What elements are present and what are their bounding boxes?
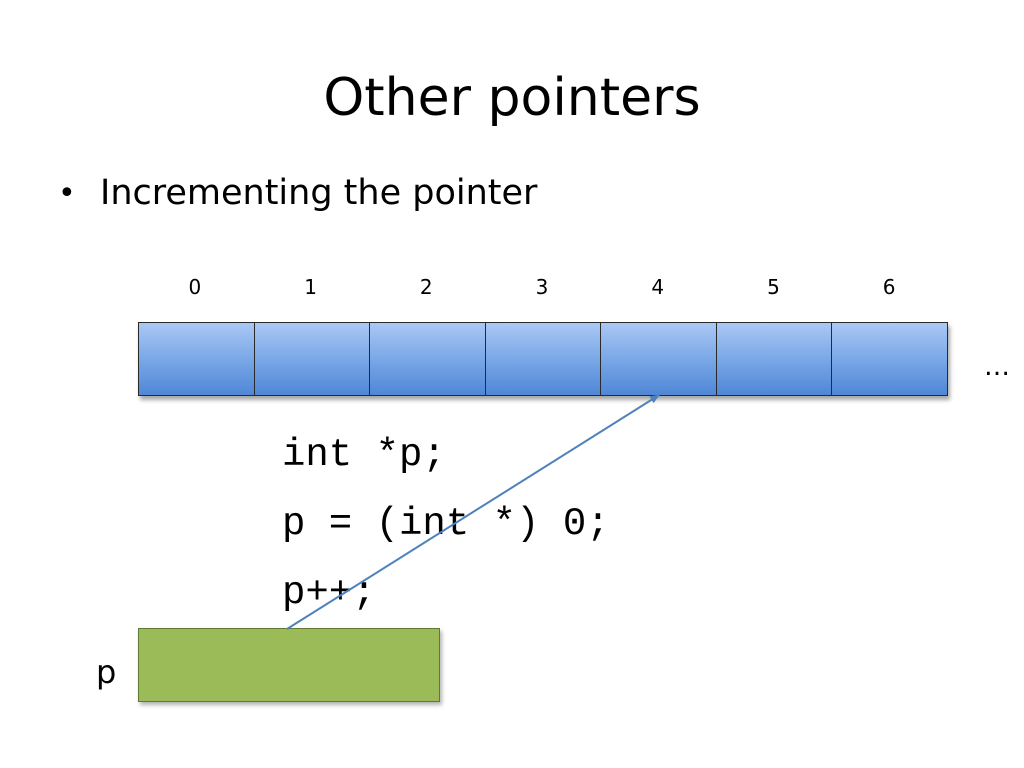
- array-index-label: 6: [882, 275, 896, 299]
- array-continuation-ellipsis: …: [984, 352, 1010, 382]
- memory-cell-6: [832, 322, 949, 396]
- memory-cell-1: [254, 322, 371, 396]
- memory-cell-4: [601, 322, 717, 396]
- code-line: p++;: [282, 571, 376, 615]
- array-index-row: 0 1 2 3 4 5 6: [138, 272, 948, 302]
- array-index-label: 0: [188, 275, 202, 299]
- code-line: p = (int *) 0;: [282, 502, 610, 546]
- array-index-label: 5: [767, 275, 780, 299]
- bullet-icon: •: [58, 175, 76, 211]
- memory-array: [138, 322, 949, 396]
- memory-cell-5: [716, 322, 833, 396]
- code-line: int *p;: [282, 433, 446, 477]
- memory-cell-0: [138, 322, 255, 396]
- bullet-text: Incrementing the pointer: [100, 173, 538, 213]
- slide-title: Other pointers: [323, 68, 701, 128]
- array-index-label: 3: [535, 275, 549, 299]
- array-index-label: 1: [304, 275, 317, 299]
- array-index-label: 4: [651, 275, 665, 299]
- pointer-variable-box: [138, 628, 440, 702]
- bullet-item: • Incrementing the pointer: [58, 168, 537, 218]
- memory-cell-3: [485, 322, 602, 396]
- memory-cell-2: [370, 322, 486, 396]
- code-block: int *p; p = (int *) 0; p++;: [282, 428, 610, 635]
- array-index-label: 2: [419, 275, 433, 299]
- pointer-variable-label: p: [96, 653, 117, 691]
